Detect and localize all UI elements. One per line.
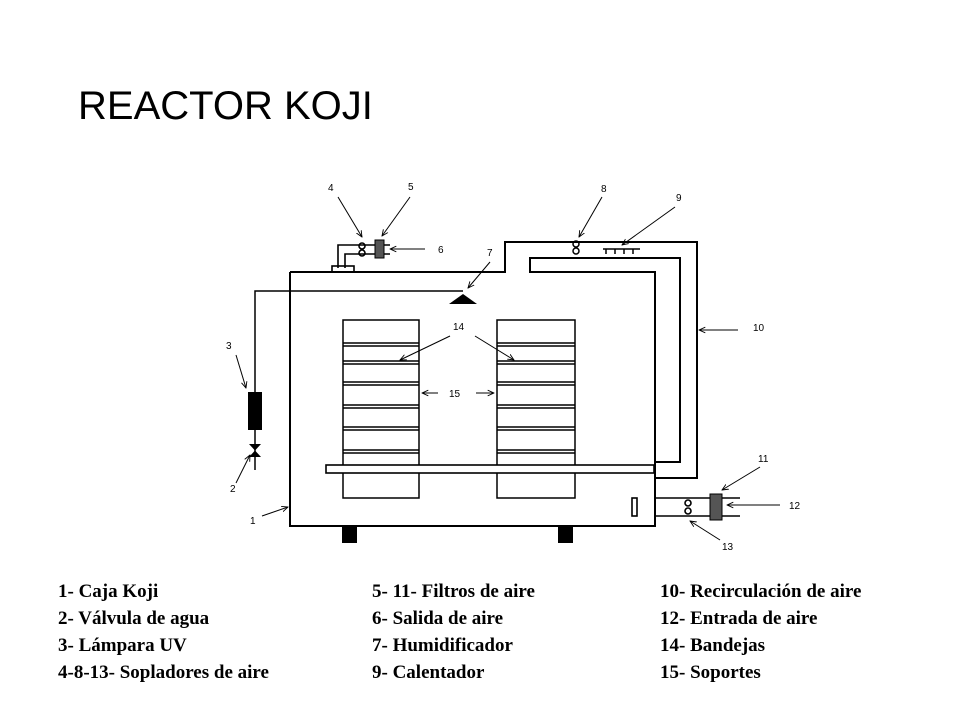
callout-label-2: 2: [230, 484, 236, 495]
uv-lamp: [248, 392, 262, 430]
arrow-2: [235, 455, 250, 484]
arrow-14b: [474, 335, 514, 360]
humidifier: [449, 294, 477, 304]
tray-stack-left: [342, 319, 420, 499]
legend-column-1: 1- Caja Koji 2- Válvula de agua 3- Lámpa…: [58, 578, 269, 686]
arrow-9: [622, 206, 676, 245]
arrow-8: [579, 196, 603, 237]
heater: [603, 248, 640, 254]
outlet-air-filter: [374, 239, 385, 259]
support-foot-right: [558, 527, 573, 543]
callout-label-8: 8: [601, 184, 607, 195]
legend-item: 10- Recirculación de aire: [660, 581, 862, 602]
arrow-5: [382, 196, 411, 236]
water-valve: [249, 444, 261, 457]
arrow-1: [261, 507, 288, 517]
callout-label-4: 4: [328, 183, 334, 194]
legend-item: 5- 11- Filtros de aire: [372, 581, 535, 602]
recirculation-blower: [572, 240, 580, 255]
legend-item: 4-8-13- Sopladores de aire: [58, 662, 269, 683]
arrow-3: [235, 354, 246, 388]
inlet-air-filter: [709, 493, 723, 521]
callout-label-14: 14: [453, 322, 465, 333]
koji-box: [289, 241, 698, 527]
legend-item: 15- Soportes: [660, 662, 761, 683]
legend-column-3: 10- Recirculación de aire 12- Entrada de…: [660, 578, 861, 686]
callout-label-5: 5: [408, 182, 414, 193]
callout-arrows: [235, 196, 780, 541]
slide-title: REACTOR KOJI: [78, 84, 373, 128]
arrow-7: [468, 261, 491, 288]
legend-item: 12- Entrada de aire: [660, 608, 818, 629]
legend-item: 2- Válvula de agua: [58, 608, 210, 629]
callout-label-1: 1: [250, 516, 256, 527]
legend-item: 9- Calentador: [372, 662, 485, 683]
callout-label-7: 7: [487, 248, 493, 259]
callout-label-6: 6: [438, 245, 444, 256]
callout-label-12: 12: [789, 501, 801, 512]
tray-support-rail: [325, 464, 655, 474]
callout-label-13: 13: [722, 542, 734, 553]
support-foot-left: [342, 527, 357, 543]
callout-label-3: 3: [226, 341, 232, 352]
legend-item: 6- Salida de aire: [372, 608, 504, 629]
legend-item: 7- Humidificador: [372, 635, 513, 656]
inlet-blower-assembly: [631, 497, 740, 517]
legend-item: 1- Caja Koji: [58, 581, 159, 602]
arrow-11: [722, 466, 761, 490]
callout-label-11: 11: [758, 454, 769, 465]
legend-item: 14- Bandejas: [660, 635, 766, 656]
tray-stack-right: [496, 319, 576, 499]
arrow-13: [690, 521, 721, 541]
arrow-4: [337, 196, 362, 237]
legend-item: 3- Lámpara UV: [58, 635, 187, 656]
callout-label-15: 15: [449, 389, 461, 400]
water-line: [254, 290, 463, 470]
callout-label-10: 10: [753, 323, 765, 334]
arrow-14a: [400, 335, 451, 360]
legend-column-2: 5- 11- Filtros de aire 6- Salida de aire…: [372, 578, 535, 686]
callout-label-9: 9: [676, 193, 682, 204]
